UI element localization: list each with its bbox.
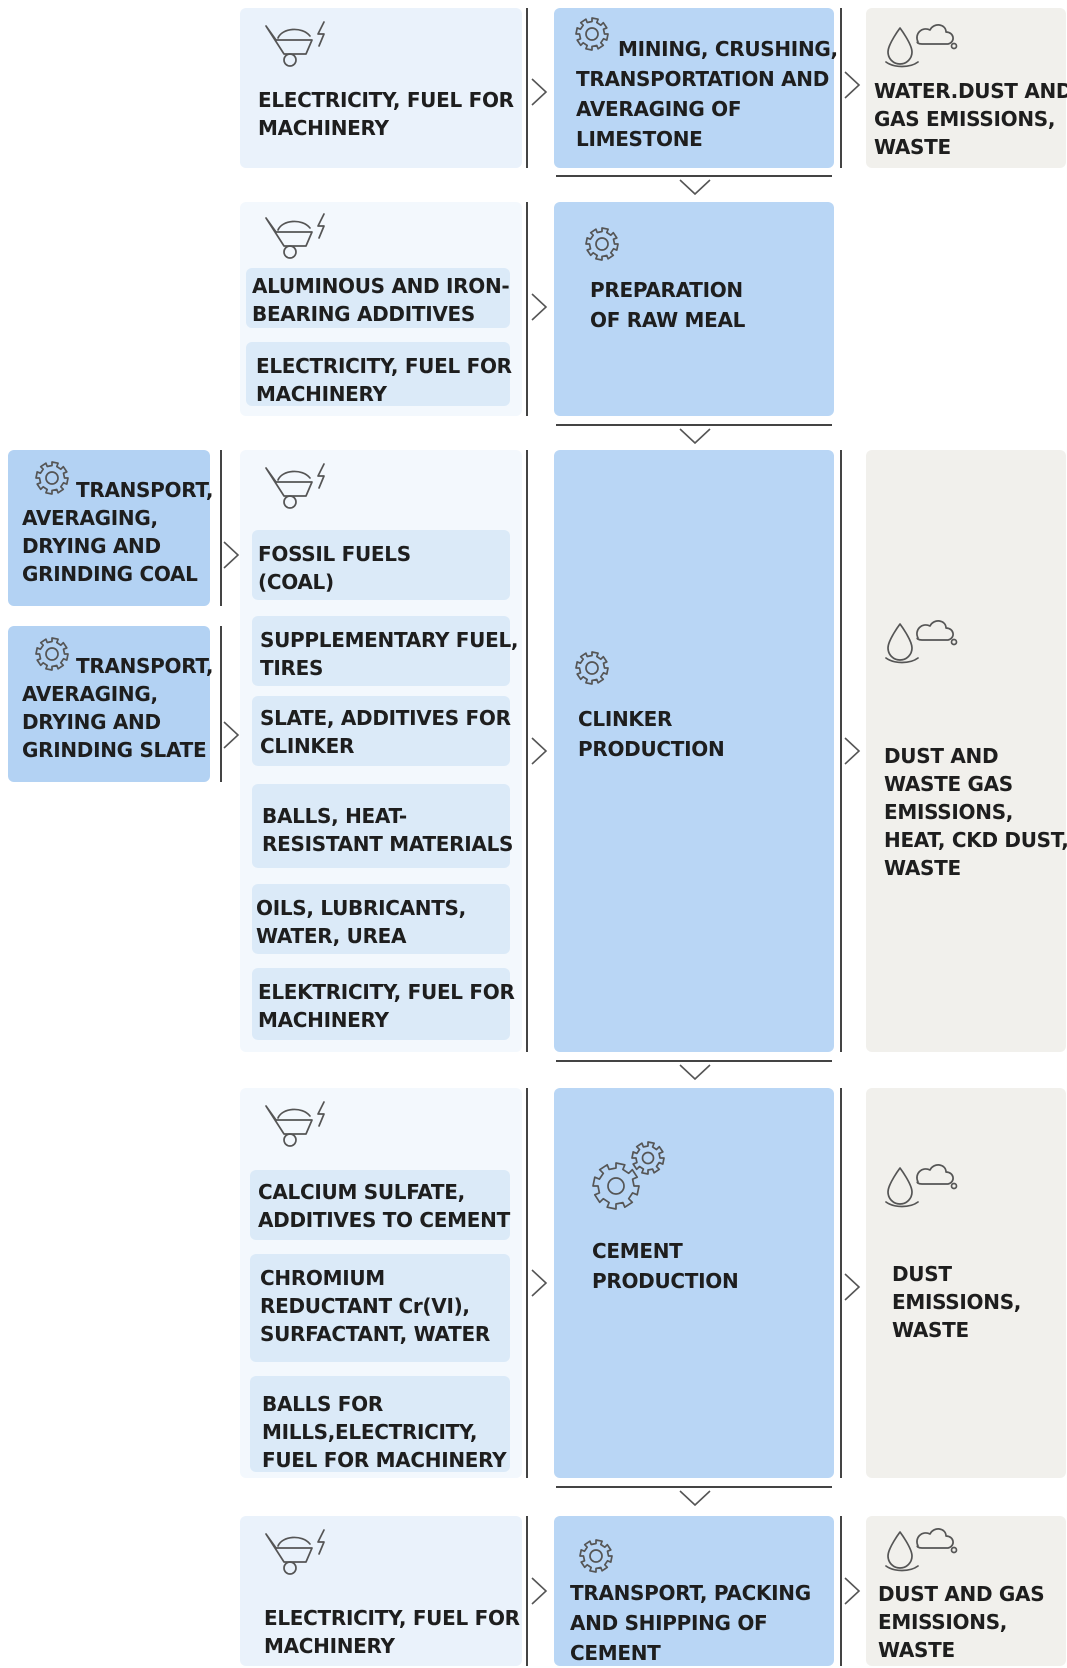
gear-icon — [35, 637, 69, 671]
gear-icon — [585, 227, 619, 261]
row5-output-chevron-icon — [844, 1577, 861, 1605]
side-coal-bracket — [220, 450, 222, 606]
wheelbarrow-lightning-icon — [265, 1101, 325, 1147]
row1-input-bracket — [526, 8, 528, 168]
row1-output-bracket — [840, 8, 842, 168]
row3-output-chevron-icon — [844, 737, 861, 765]
row3-input-item-6 — [252, 968, 510, 1040]
row1-output-panel — [866, 8, 1066, 168]
row4-input-bracket — [526, 1088, 528, 1478]
gear-icon — [579, 1539, 613, 1573]
down-chevron-icon — [679, 428, 711, 445]
row2-input-aluminous: ALUMINOUS AND IRON-BEARING ADDITIVES — [252, 274, 510, 326]
wheelbarrow-lightning-icon — [265, 1529, 325, 1575]
gear-icon — [35, 461, 69, 495]
row3-input-balls: BALLS, HEAT-RESISTANT MATERIALS — [262, 804, 514, 856]
row5-inputs-panel — [240, 1516, 522, 1666]
row4-process-box — [554, 1088, 834, 1478]
water-drop-cloud-icon — [885, 1164, 958, 1208]
row3-input-item-4 — [252, 784, 510, 868]
row2-input-item-1 — [246, 268, 510, 328]
row3-input-item-2 — [252, 616, 510, 686]
row4-output-chevron-icon — [844, 1273, 861, 1301]
double-gear-icon — [592, 1141, 665, 1210]
row4-input-item-1 — [250, 1170, 510, 1240]
row4-input-chevron-icon — [531, 1269, 548, 1297]
row4-output-bracket — [840, 1088, 842, 1478]
down-chevron-icon — [679, 1490, 711, 1507]
row2-input-item-2 — [246, 342, 510, 406]
row1-input-chevron-icon — [531, 78, 548, 106]
gear-icon — [575, 651, 609, 685]
side-process-coal — [8, 450, 210, 606]
water-drop-cloud-icon — [885, 620, 958, 664]
row3-input-supplementary: SUPPLEMENTARY FUEL,TIRES — [260, 628, 519, 680]
row5-output-bracket — [840, 1516, 842, 1666]
gear-icon — [575, 17, 609, 51]
flow-connector-2 — [556, 424, 832, 426]
wheelbarrow-lightning-icon — [265, 213, 325, 259]
wheelbarrow-lightning-icon — [265, 463, 325, 509]
row3-input-fossil: FOSSIL FUELS(COAL) — [258, 542, 411, 594]
row3-input-item-5 — [252, 884, 510, 954]
wheelbarrow-lightning-icon — [265, 21, 325, 67]
row4-input-calcium: CALCIUM SULFATE,ADDITIVES TO CEMENT — [258, 1180, 510, 1232]
row5-input-bracket — [526, 1516, 528, 1666]
down-chevron-icon — [679, 179, 711, 196]
down-chevron-icon — [679, 1064, 711, 1081]
side-coal-chevron-icon — [223, 541, 240, 569]
row4-output-panel — [866, 1088, 1066, 1478]
row3-output-bracket — [840, 450, 842, 1052]
side-slate-chevron-icon — [223, 721, 240, 749]
row5-output-panel — [866, 1516, 1066, 1666]
flow-connector-3 — [556, 1060, 832, 1062]
row1-output-chevron-icon — [844, 71, 861, 99]
flow-connector-1 — [556, 175, 832, 177]
row2-input-bracket — [526, 202, 528, 416]
row3-output-panel — [866, 450, 1066, 1052]
flow-connector-4 — [556, 1486, 832, 1488]
side-slate-bracket — [220, 626, 222, 782]
water-drop-cloud-icon — [885, 24, 958, 68]
side-process-slate — [8, 626, 210, 782]
row3-input-item-3 — [252, 696, 510, 766]
row1-process-box — [554, 8, 834, 168]
row3-process-box — [554, 450, 834, 1052]
row1-inputs-panel — [240, 8, 522, 168]
row5-input-chevron-icon — [531, 1577, 548, 1605]
row4-input-item-3 — [250, 1376, 510, 1472]
row2-input-chevron-icon — [531, 293, 548, 321]
row3-input-bracket — [526, 450, 528, 1052]
row3-input-chevron-icon — [531, 737, 548, 765]
row4-input-item-2 — [250, 1254, 510, 1362]
water-drop-cloud-icon — [885, 1528, 958, 1572]
row3-input-oils: OILS, LUBRICANTS,WATER, UREA — [256, 896, 466, 948]
row3-input-item-1 — [252, 530, 510, 600]
